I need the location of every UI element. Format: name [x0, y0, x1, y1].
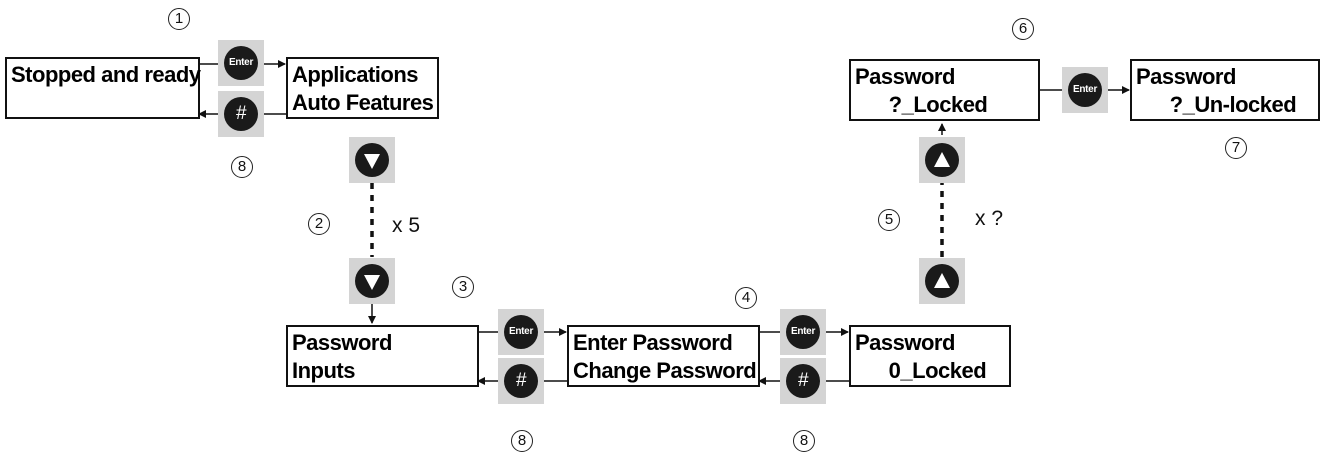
down-arrow-key-icon: [355, 143, 389, 177]
screen-line2: ?_Locked: [855, 92, 988, 117]
screen-line1: Password: [855, 64, 955, 89]
repeat-count-down: x 5: [392, 214, 421, 237]
screen-line2: 0_Locked: [855, 358, 987, 383]
enter-key[interactable]: Enter: [1062, 67, 1108, 113]
step-number-5: 5: [878, 209, 900, 231]
hash-key[interactable]: #: [780, 358, 826, 404]
step-number-2: 2: [308, 213, 330, 235]
enter-key-icon: Enter: [1068, 73, 1102, 107]
screen-line1: Applications: [292, 62, 419, 87]
screen-line2: Inputs: [292, 358, 356, 383]
enter-key-icon: Enter: [786, 315, 820, 349]
screen-line1: Password: [292, 330, 392, 355]
repeat-count-up: x ?: [975, 207, 1004, 230]
screen-line2: Change Password: [573, 358, 757, 383]
screen-line1: Stopped and ready: [11, 62, 201, 87]
screen-password-q-unlocked: Password ?_Un-locked: [1130, 59, 1320, 121]
hash-key[interactable]: #: [498, 358, 544, 404]
screen-password-0-locked: Password 0_Locked: [849, 325, 1011, 387]
up-arrow-key-icon: [925, 264, 959, 298]
enter-key[interactable]: Enter: [498, 309, 544, 355]
up-arrow-key[interactable]: [919, 137, 965, 183]
down-arrow-key-icon: [355, 264, 389, 298]
screen-line1: Password: [855, 330, 955, 355]
up-arrow-key[interactable]: [919, 258, 965, 304]
enter-key-icon: Enter: [224, 46, 258, 80]
screen-enter-password: Enter Password Change Password: [567, 325, 760, 387]
down-arrow-key[interactable]: [349, 137, 395, 183]
enter-key[interactable]: Enter: [218, 40, 264, 86]
screen-applications: Applications Auto Features: [286, 57, 439, 119]
enter-key-icon: Enter: [504, 315, 538, 349]
step-number-3: 3: [452, 276, 474, 298]
screen-line2: Auto Features: [292, 90, 434, 115]
screen-stopped-ready: Stopped and ready: [5, 57, 201, 119]
step-number-4: 4: [735, 287, 757, 309]
screen-password-inputs: Password Inputs: [286, 325, 479, 387]
step-number-8: 8: [511, 430, 533, 452]
step-number-8: 8: [793, 430, 815, 452]
hash-key-icon: #: [224, 97, 258, 131]
hash-key-icon: #: [504, 364, 538, 398]
hash-key[interactable]: #: [218, 91, 264, 137]
enter-key[interactable]: Enter: [780, 309, 826, 355]
down-arrow-key[interactable]: [349, 258, 395, 304]
screen-password-q-locked: Password ?_Locked: [849, 59, 1040, 121]
hash-key-icon: #: [786, 364, 820, 398]
step-number-1: 1: [168, 8, 190, 30]
screen-line1: Enter Password: [573, 330, 733, 355]
step-number-7: 7: [1225, 137, 1247, 159]
screen-line1: Password: [1136, 64, 1236, 89]
step-number-6: 6: [1012, 18, 1034, 40]
step-number-8: 8: [231, 156, 253, 178]
up-arrow-key-icon: [925, 143, 959, 177]
screen-line2: ?_Un-locked: [1136, 92, 1297, 117]
